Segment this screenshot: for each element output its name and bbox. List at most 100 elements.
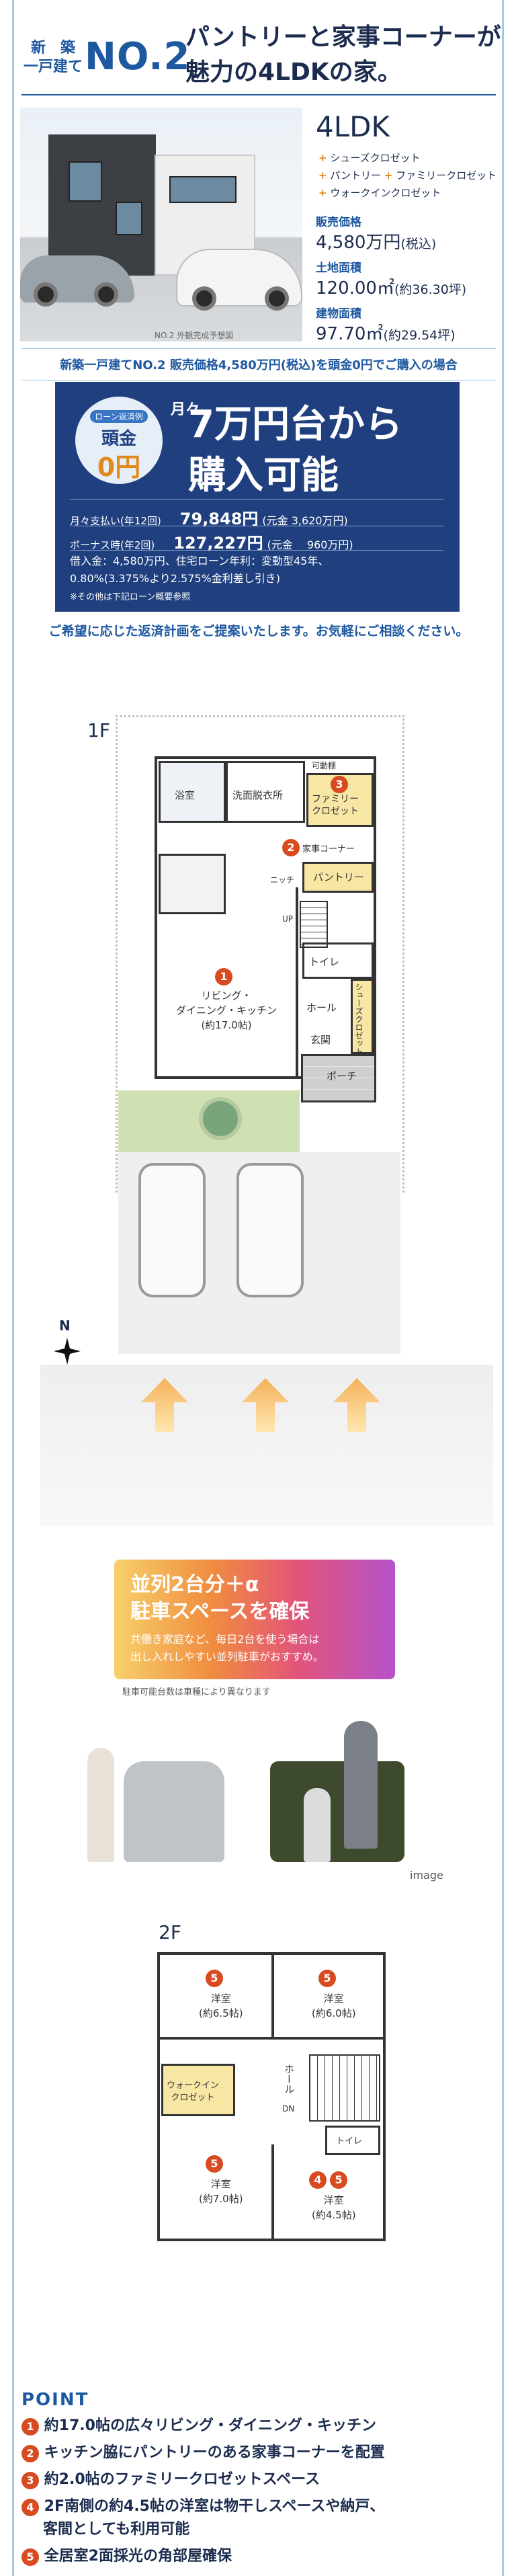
bonus-payment-row: ボーナス時(年2回)127,227円(元金 960万円) (70, 534, 353, 553)
feature-list: + シューズクロゼット + パントリー + ファミリークロゼット + ウォークイ… (318, 149, 497, 202)
stairs-down-label: DN (282, 2104, 295, 2114)
badge-5: 5 (318, 1970, 336, 1987)
porch-label: ポーチ (327, 1070, 357, 1082)
circle-text-2: 0円 (97, 452, 141, 482)
interior-wall (271, 1952, 274, 2040)
headline-line-1: パントリーと家事コーナーが (185, 24, 501, 51)
tree (199, 1097, 242, 1140)
badge-4-5: 4 5 (309, 2171, 348, 2189)
point-item-2: 2 キッチン脇にパントリーのある家事コーナーを配置 (22, 2442, 385, 2464)
new-house-tag: 新 築 一戸建て (23, 39, 83, 77)
page-frame (12, 0, 504, 2576)
toilet-2 (325, 2126, 380, 2155)
point-item-4-cont: 客間としても利用可能 (43, 2521, 190, 2538)
monthly-payment-row: 月々支払い(年12回)79,848円(元金 3,620万円) (70, 510, 348, 528)
interior-wall (271, 2144, 274, 2241)
price-value: 4,580万円(税込) (316, 233, 437, 253)
tag-line-2: 一戸建て (23, 58, 83, 75)
price-label: 販売価格 (316, 216, 361, 229)
toilet-2-label: トイレ (336, 2136, 363, 2146)
house-dark-block (48, 134, 156, 276)
room-4-label: 洋室(約4.5帖) (312, 2194, 356, 2221)
movable-shelf-label: 可動棚 (312, 761, 337, 770)
tag-line-1: 新 築 (30, 40, 75, 56)
shoes-closet (351, 979, 374, 1054)
walk-in-closet (161, 2064, 235, 2116)
hall-label: ホール (306, 1002, 337, 1014)
land-area-label: 土地面積 (316, 261, 361, 275)
washroom (226, 761, 305, 823)
parked-car-1 (138, 1163, 206, 1297)
floor-1-label: 1F (87, 719, 110, 741)
land-area-value: 120.00㎡(約36.30坪) (316, 278, 467, 298)
family-car-photo (82, 1701, 435, 1882)
car-white (176, 249, 302, 311)
parking-desc: 共働き家庭など、毎日2台を使う場合は出し入れしやすい並列駐車がおすすめ。 (130, 1633, 324, 1663)
headline-line-2: 魅力の4LDKの家。 (185, 58, 402, 86)
interior-wall (296, 887, 298, 1079)
bath-room (159, 761, 226, 823)
porch (301, 1054, 376, 1102)
purchasable-headline: 購入可能 (188, 454, 339, 497)
ldk-label: リビング・ ダイニング・キッチン (約17.0帖) (175, 990, 277, 1031)
layout-type: 4LDK (316, 110, 390, 143)
header-divider (22, 94, 496, 95)
loan-tag: ローン返済例 (90, 410, 148, 423)
walk-in-closet-label: ウォークイン クロゼット (167, 2081, 220, 2103)
feature-item: + ウォークインクロゼット (318, 187, 441, 199)
loan-example-box: ローン返済例 頭金 0円 月々7万円台から 購入可能 月々支払い(年12回)79… (55, 382, 460, 612)
headline: パントリーと家事コーナーが 魅力の4LDKの家。 (185, 20, 501, 90)
feature-item: + シューズクロゼット (318, 152, 421, 164)
niche-label: ニッチ (270, 875, 295, 885)
room-1-label: 洋室(約6.5帖) (199, 1993, 243, 2019)
pantry-label: パントリー (313, 871, 364, 883)
entrance-label: 玄関 (310, 1034, 331, 1046)
family-closet-label: ファミリー クロゼット (312, 794, 359, 817)
badge-3: 3 (331, 776, 348, 793)
stairs (300, 901, 328, 948)
property-number: NO.2 (85, 35, 191, 79)
point-item-1: 1 約17.0帖の広々リビング・ダイニング・キッチン (22, 2415, 376, 2438)
building-area-value: 97.70㎡(約29.54坪) (316, 324, 456, 344)
car-gray (20, 255, 134, 307)
exterior-photo (20, 108, 302, 341)
loan-terms: 借入金：4,580万円、住宅ローン年利：変動型45年、 0.80%(3.375%… (70, 555, 329, 602)
point-item-5: 5 全居室2面採光の角部屋確保 (22, 2545, 232, 2568)
divider (70, 550, 443, 551)
floor-2-label: 2F (159, 1921, 181, 1943)
badge-1: 1 (215, 968, 232, 985)
stairs-up-label: UP (282, 914, 294, 924)
pantry (302, 862, 374, 893)
parking-note: 駐車可能台数は車種により異なります (122, 1687, 271, 1697)
badge-2: 2 (282, 839, 300, 856)
toilet-label: トイレ (309, 956, 340, 968)
shoes-closet-label: シューズクロゼット (354, 983, 363, 1055)
point-item-3: 3 約2.0帖のファミリークロゼットスペース (22, 2468, 320, 2491)
room-2-label: 洋室(約6.0帖) (312, 1993, 356, 2019)
room-3-label: 洋室(約7.0帖) (199, 2178, 243, 2205)
washroom-label: 洗面脱衣所 (232, 789, 284, 801)
kitchen-counter (159, 854, 226, 914)
feature-item: + パントリー + ファミリークロゼット (318, 169, 497, 182)
toilet-room (302, 942, 374, 979)
monthly-headline: 月々7万円台から (171, 401, 402, 447)
stairs-2 (309, 2054, 380, 2122)
parked-car-2 (236, 1163, 304, 1297)
interior-wall (157, 2037, 386, 2040)
point-title: POINT (22, 2390, 89, 2410)
north-mark: N (59, 1318, 71, 1334)
badge-5: 5 (206, 2155, 223, 2173)
building-area-label: 建物面積 (316, 307, 361, 321)
circle-text-1: 頭金 (101, 429, 136, 449)
photo-caption: NO.2 外観完成予想図 (155, 331, 234, 340)
image-label: image (410, 1869, 443, 1882)
hall-2-label: ホール (283, 2064, 295, 2094)
kaji-corner-label: 家事コーナー (302, 844, 355, 854)
consultation-note: ご希望に応じた返済計画をご提案いたします。お気軽にご相談ください。 (48, 624, 469, 639)
badge-5: 5 (206, 1970, 223, 1987)
purchase-condition: 新築一戸建てNO.2 販売価格4,580万円(税込)を頭金0円でご購入の場合 (22, 348, 496, 380)
bath-label: 浴室 (175, 789, 196, 801)
point-item-4: 4 2F南側の約4.5帖の洋室は物干しスペースや納戸、 (22, 2495, 384, 2518)
